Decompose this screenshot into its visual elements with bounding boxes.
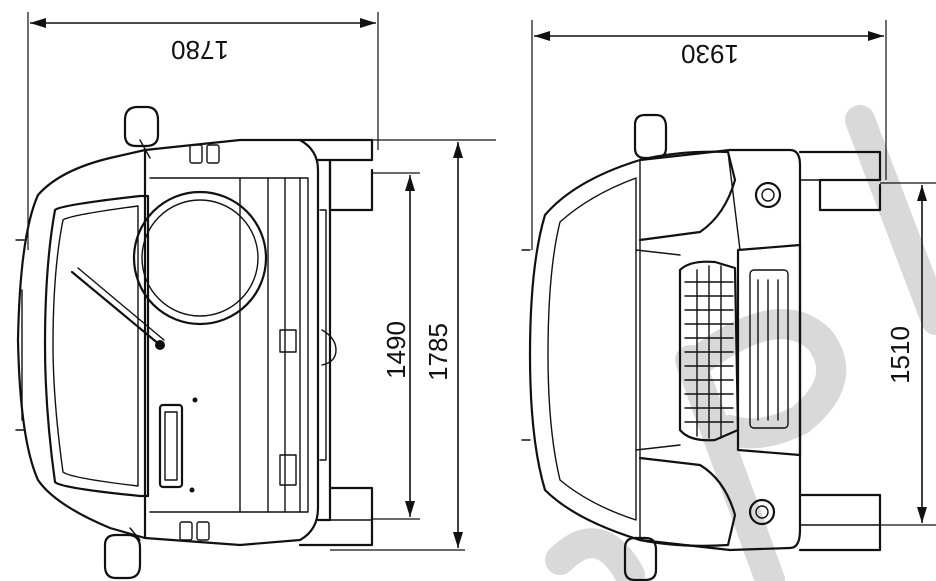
front-width-label: 1930	[681, 39, 739, 69]
front-height-label: 1510	[885, 326, 915, 384]
rear-view-vehicle	[15, 12, 496, 580]
rear-width-label: 1780	[171, 35, 229, 65]
rear-inner-height-label: 1490	[381, 321, 411, 379]
front-view-vehicle	[521, 20, 936, 581]
rear-outer-height-label: 1785	[423, 323, 453, 381]
watermark	[545, 105, 936, 581]
